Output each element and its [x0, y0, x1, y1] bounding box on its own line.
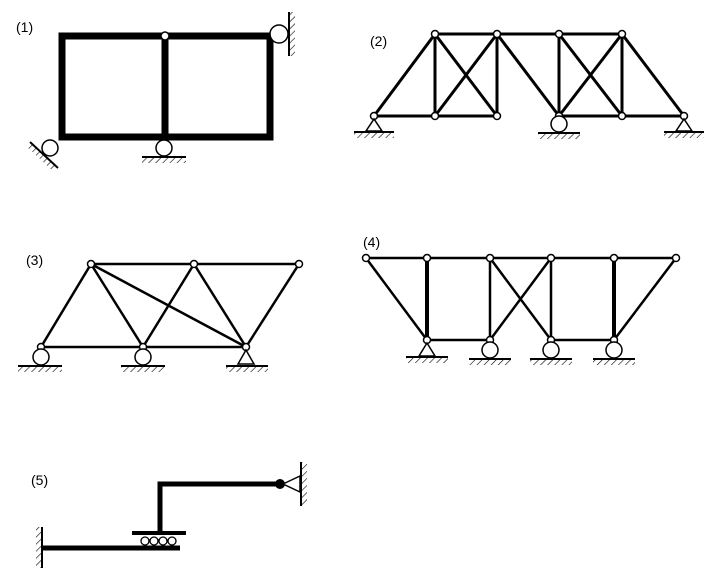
figure-label-3: (3) — [26, 252, 43, 268]
figure-4-truss — [361, 253, 681, 365]
pin-support-left — [354, 117, 394, 138]
figure-5-frame — [36, 462, 307, 568]
roller-support-4-c — [593, 341, 635, 365]
fixed-wall-left — [36, 527, 43, 568]
figure-1-frame — [26, 12, 295, 172]
pin-support-4 — [406, 341, 448, 363]
figure-2-truss — [354, 29, 704, 139]
roller-support-4-b — [530, 341, 572, 365]
pin-support-3-right — [226, 348, 268, 372]
roller-support-ground — [142, 139, 186, 163]
frame-hinge — [160, 31, 170, 41]
figure-3-truss — [18, 259, 304, 372]
roller-support-4-a — [469, 341, 511, 365]
pin-support-right — [664, 117, 704, 138]
truss-3-joints — [36, 259, 304, 352]
roller-support-inclined — [26, 139, 59, 172]
figure-label-4: (4) — [363, 234, 380, 250]
truss-2-joints — [369, 29, 689, 121]
roller-bearing — [140, 536, 177, 546]
pin-support-wall-right — [281, 462, 307, 506]
roller-support-3-left — [18, 348, 62, 372]
figure-label-2: (2) — [370, 33, 387, 49]
rigid-joint — [275, 479, 285, 489]
roller-support-3-middle — [121, 348, 165, 372]
figure-label-1: (1) — [16, 19, 33, 35]
roller-support-wall — [269, 12, 295, 56]
upper-frame — [157, 481, 280, 533]
roller-support-middle — [538, 115, 580, 139]
figure-label-5: (5) — [31, 472, 48, 488]
